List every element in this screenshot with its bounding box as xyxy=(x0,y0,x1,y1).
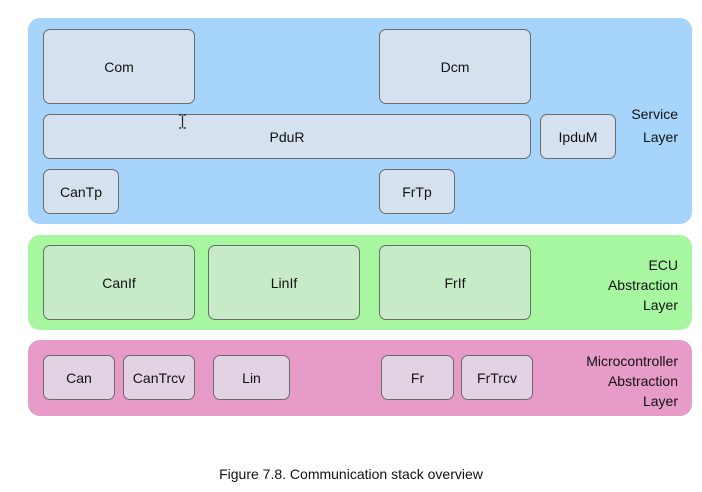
pdur-module: PduR xyxy=(43,114,531,159)
ecu-layer-label-line1: ECU xyxy=(648,257,678,273)
frtp-module: FrTp xyxy=(379,169,455,214)
text-cursor-icon xyxy=(179,114,186,129)
microcontroller-abstraction-layer-label: Microcontroller Abstraction Layer xyxy=(586,351,678,411)
ipdum-module: IpduM xyxy=(540,114,616,159)
canif-module: CanIf xyxy=(43,245,195,320)
cantp-module: CanTp xyxy=(43,169,119,214)
frif-module: FrIf xyxy=(379,245,531,320)
mcal-layer-label-line3: Layer xyxy=(642,393,678,409)
mcal-layer-label-line2: Abstraction xyxy=(607,373,678,389)
can-module: Can xyxy=(43,355,115,400)
service-layer-label-line2: Layer xyxy=(642,129,678,145)
service-layer-label: Service Layer xyxy=(631,104,678,147)
ecu-abstraction-layer: CanIf LinIf FrIf ECU Abstraction Layer xyxy=(28,235,692,330)
service-layer-label-line1: Service xyxy=(631,106,678,122)
ecu-layer-label-line3: Layer xyxy=(642,297,678,313)
ecu-abstraction-layer-label: ECU Abstraction Layer xyxy=(608,255,678,315)
mcal-layer-label-line1: Microcontroller xyxy=(586,353,678,369)
cantrcv-module: CanTrcv xyxy=(123,355,195,400)
microcontroller-abstraction-layer: Can CanTrcv Lin Fr FrTrcv Microcontrolle… xyxy=(28,340,692,416)
figure-caption: Figure 7.8. Communication stack overview xyxy=(219,466,483,482)
service-layer: Com Dcm PduR IpduM CanTp FrTp Service La… xyxy=(28,18,692,224)
ecu-layer-label-line2: Abstraction xyxy=(607,277,678,293)
frtrcv-module: FrTrcv xyxy=(461,355,533,400)
linif-module: LinIf xyxy=(208,245,360,320)
dcm-module: Dcm xyxy=(379,29,531,104)
fr-module: Fr xyxy=(381,355,454,400)
lin-module: Lin xyxy=(213,355,290,400)
com-module: Com xyxy=(43,29,195,104)
